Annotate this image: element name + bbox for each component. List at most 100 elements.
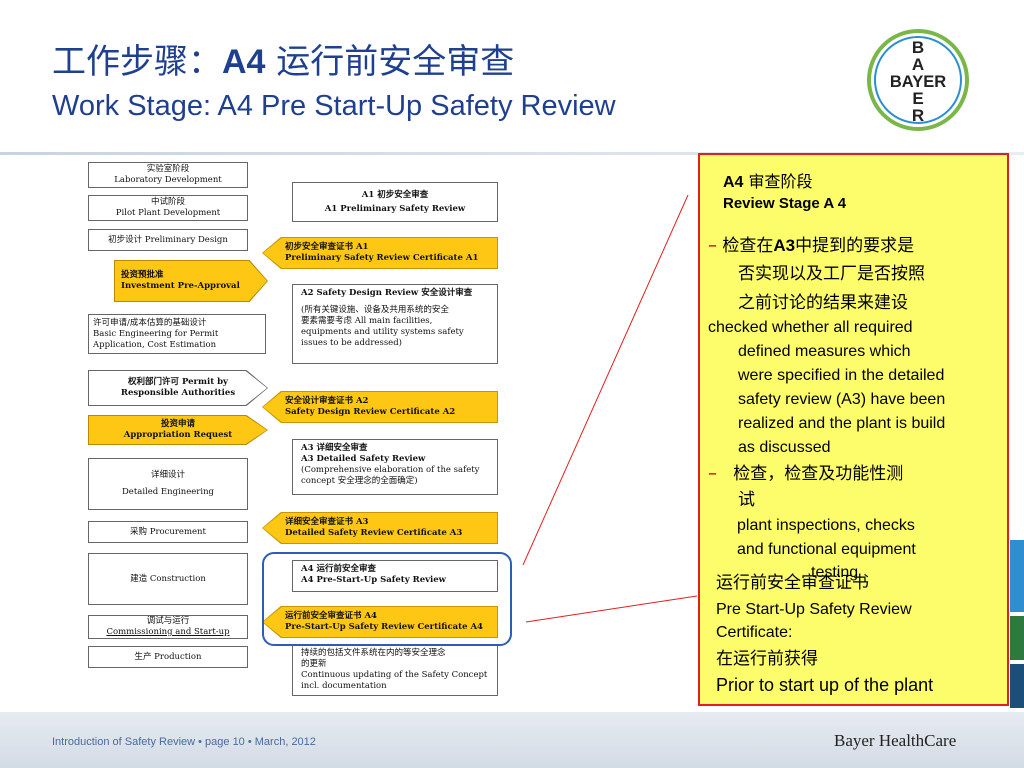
footer-brand: Bayer HealthCare — [834, 731, 957, 750]
logo-word: BAYER — [890, 73, 946, 91]
continuous-update: 持续的包括文件系统在内的等安全理念 的更新 Continuous updatin… — [292, 644, 498, 696]
cert-a4-cn: 运行前安全审查证书 A4 — [285, 611, 377, 621]
bullet-1-en-line5: realized and the plant is build — [738, 415, 946, 432]
a3-cn: A3 详细安全审查 — [301, 443, 368, 453]
certificate-heading-en-1: Pre Start-Up Safety Review — [716, 601, 912, 618]
cert-a3-en: Detailed Safety Review Certificate A3 — [285, 528, 463, 538]
bullet-2-en-line1: plant inspections, checks — [737, 517, 915, 534]
permit-line-2: Responsible Authorities — [120, 388, 236, 398]
a2-title: A2 Safety Design Review 安全设计审查 — [301, 288, 473, 298]
update-en-1: Continuous updating of the Safety Concep… — [301, 670, 488, 680]
callout-line-lower — [525, 595, 698, 623]
commission-cn: 调试与运行 — [146, 616, 190, 626]
footer-band — [0, 712, 1024, 768]
side-bar-navy — [1010, 664, 1024, 708]
bullet-1-en-line3: were specified in the detailed — [738, 367, 945, 384]
bullet-1-cn: – 检查在A3中提到的要求是 — [708, 231, 914, 261]
stage-preliminary-design: 初步设计 Preliminary Design — [88, 229, 248, 251]
b1-cn-b: 中提到的要求是 — [795, 236, 915, 256]
a4-en: A4 Pre-Start-Up Safety Review — [301, 575, 446, 585]
obtain-en: Prior to start up of the plant — [716, 675, 934, 695]
panel-heading-en: Review Stage A 4 — [723, 195, 847, 212]
cert-a1-en: Preliminary Safety Review Certificate A1 — [285, 253, 479, 263]
page-title-english: Work Stage: A4 Pre Start-Up Safety Revie… — [52, 90, 616, 122]
cert-a2-cn: 安全设计审查证书 A2 — [285, 396, 369, 406]
update-cn-1: 持续的包括文件系统在内的等安全理念 — [301, 648, 446, 658]
procure-label: 采购 Procurement — [130, 526, 206, 537]
bayer-logo: B A E R BAYER — [867, 29, 969, 131]
review-a3: A3 详细安全审查 A3 Detailed Safety Review (Com… — [292, 439, 498, 495]
a3-note-1: (Comprehensive elaboration of the safety — [301, 465, 480, 475]
logo-letter-b: B — [912, 38, 924, 57]
cert-a1-cn: 初步安全审查证书 A1 — [285, 242, 369, 252]
basic-en-1: Basic Engineering for Permit — [93, 329, 219, 339]
stage-procurement: 采购 Procurement — [88, 521, 248, 543]
logo-letter-e: E — [912, 89, 923, 108]
cert-a2-en: Safety Design Review Certificate A2 — [285, 407, 456, 417]
a3-en: A3 Detailed Safety Review — [301, 454, 426, 464]
a1-cn: A1 初步安全审查 — [361, 189, 429, 200]
a2-note-3: equipments and utility systems safety — [301, 327, 464, 337]
footer-text: Introduction of Safety Review • page 10 … — [52, 736, 316, 748]
review-a2: A2 Safety Design Review 安全设计审查 (所有关键设施、设… — [292, 284, 498, 364]
panel-heading-cn: A4 审查阶段 — [723, 168, 813, 192]
callout-line-upper — [522, 194, 689, 566]
construct-label: 建造 Construction — [130, 573, 206, 584]
a3-note-2: concept 安全理念的全面确定) — [301, 476, 418, 486]
page-title-chinese: 工作步骤：A4 运行前安全审查 — [52, 34, 514, 83]
invest-en: Investment Pre-Approval — [121, 281, 240, 291]
side-bar-green — [1010, 616, 1024, 660]
lab-cn: 实验室阶段 — [146, 164, 190, 174]
a4-highlight-frame — [262, 552, 512, 646]
pilot-en: Pilot Plant Development — [115, 208, 221, 218]
review-a1: A1 初步安全审查 A1 Preliminary Safety Review — [292, 182, 498, 222]
pilot-cn: 中试阶段 — [150, 197, 185, 207]
bullet-1-en-line1: checked whether all required — [708, 319, 913, 336]
b1-cn-code: A3 — [773, 236, 796, 255]
basic-en-2: Application, Cost Estimation — [93, 340, 217, 350]
certificate-heading-en-2: Certificate: — [716, 624, 793, 641]
commission-en: Commissioning and Start-up — [106, 627, 230, 637]
production-label: 生产 Production — [134, 651, 202, 662]
update-cn-2: 的更新 — [301, 659, 327, 669]
obtain-cn: 在运行前获得 — [716, 649, 818, 669]
a1-en: A1 Preliminary Safety Review — [324, 203, 466, 214]
bullet-dash-1: – — [708, 235, 717, 256]
logo-letter-a: A — [912, 55, 924, 74]
certificate-heading-cn: 运行前安全审查证书 — [716, 573, 869, 593]
update-en-2: incl. documentation — [301, 681, 387, 691]
stage-construction: 建造 Construction — [88, 553, 248, 605]
bullet-1-cn-line3: 之前讨论的结果来建设 — [738, 293, 908, 313]
bullet-2-en-line2: and functional equipment — [737, 541, 916, 558]
bullet-1-cn-line2: 否实现以及工厂是否按照 — [738, 264, 925, 284]
cert-a3-cn: 详细安全审查证书 A3 — [285, 517, 369, 527]
permit-line-1: 权利部门许可 Permit by — [127, 377, 228, 387]
panel-heading-cn-text: 审查阶段 — [743, 172, 813, 191]
cert-a4-en: Pre-Start-Up Safety Review Certificate A… — [285, 622, 483, 632]
a2-note-2: 要素需要考虑 All main facilities, — [301, 316, 433, 326]
invest-cn: 投资预批准 — [121, 270, 164, 280]
bullet-1-en-line6: as discussed — [738, 439, 831, 456]
bullet-1-en-line2: defined measures which — [738, 343, 911, 360]
b2-cn-a: 检查，检查及功能性测 — [733, 464, 904, 484]
title-cn-suffix: 运行前安全审查 — [265, 42, 515, 82]
logo-letter-r: R — [912, 106, 924, 125]
panel-heading-code: A4 — [723, 174, 744, 191]
approp-en: Appropriation Request — [123, 430, 233, 440]
approp-cn: 投资申请 — [160, 419, 195, 429]
basic-cn: 许可申请/成本估算的基础设计 — [93, 318, 207, 328]
b1-cn-a: 检查在 — [722, 236, 774, 256]
header-divider — [0, 152, 1024, 155]
review-stage-panel — [698, 153, 1009, 706]
prelim-label: 初步设计 Preliminary Design — [108, 234, 228, 245]
